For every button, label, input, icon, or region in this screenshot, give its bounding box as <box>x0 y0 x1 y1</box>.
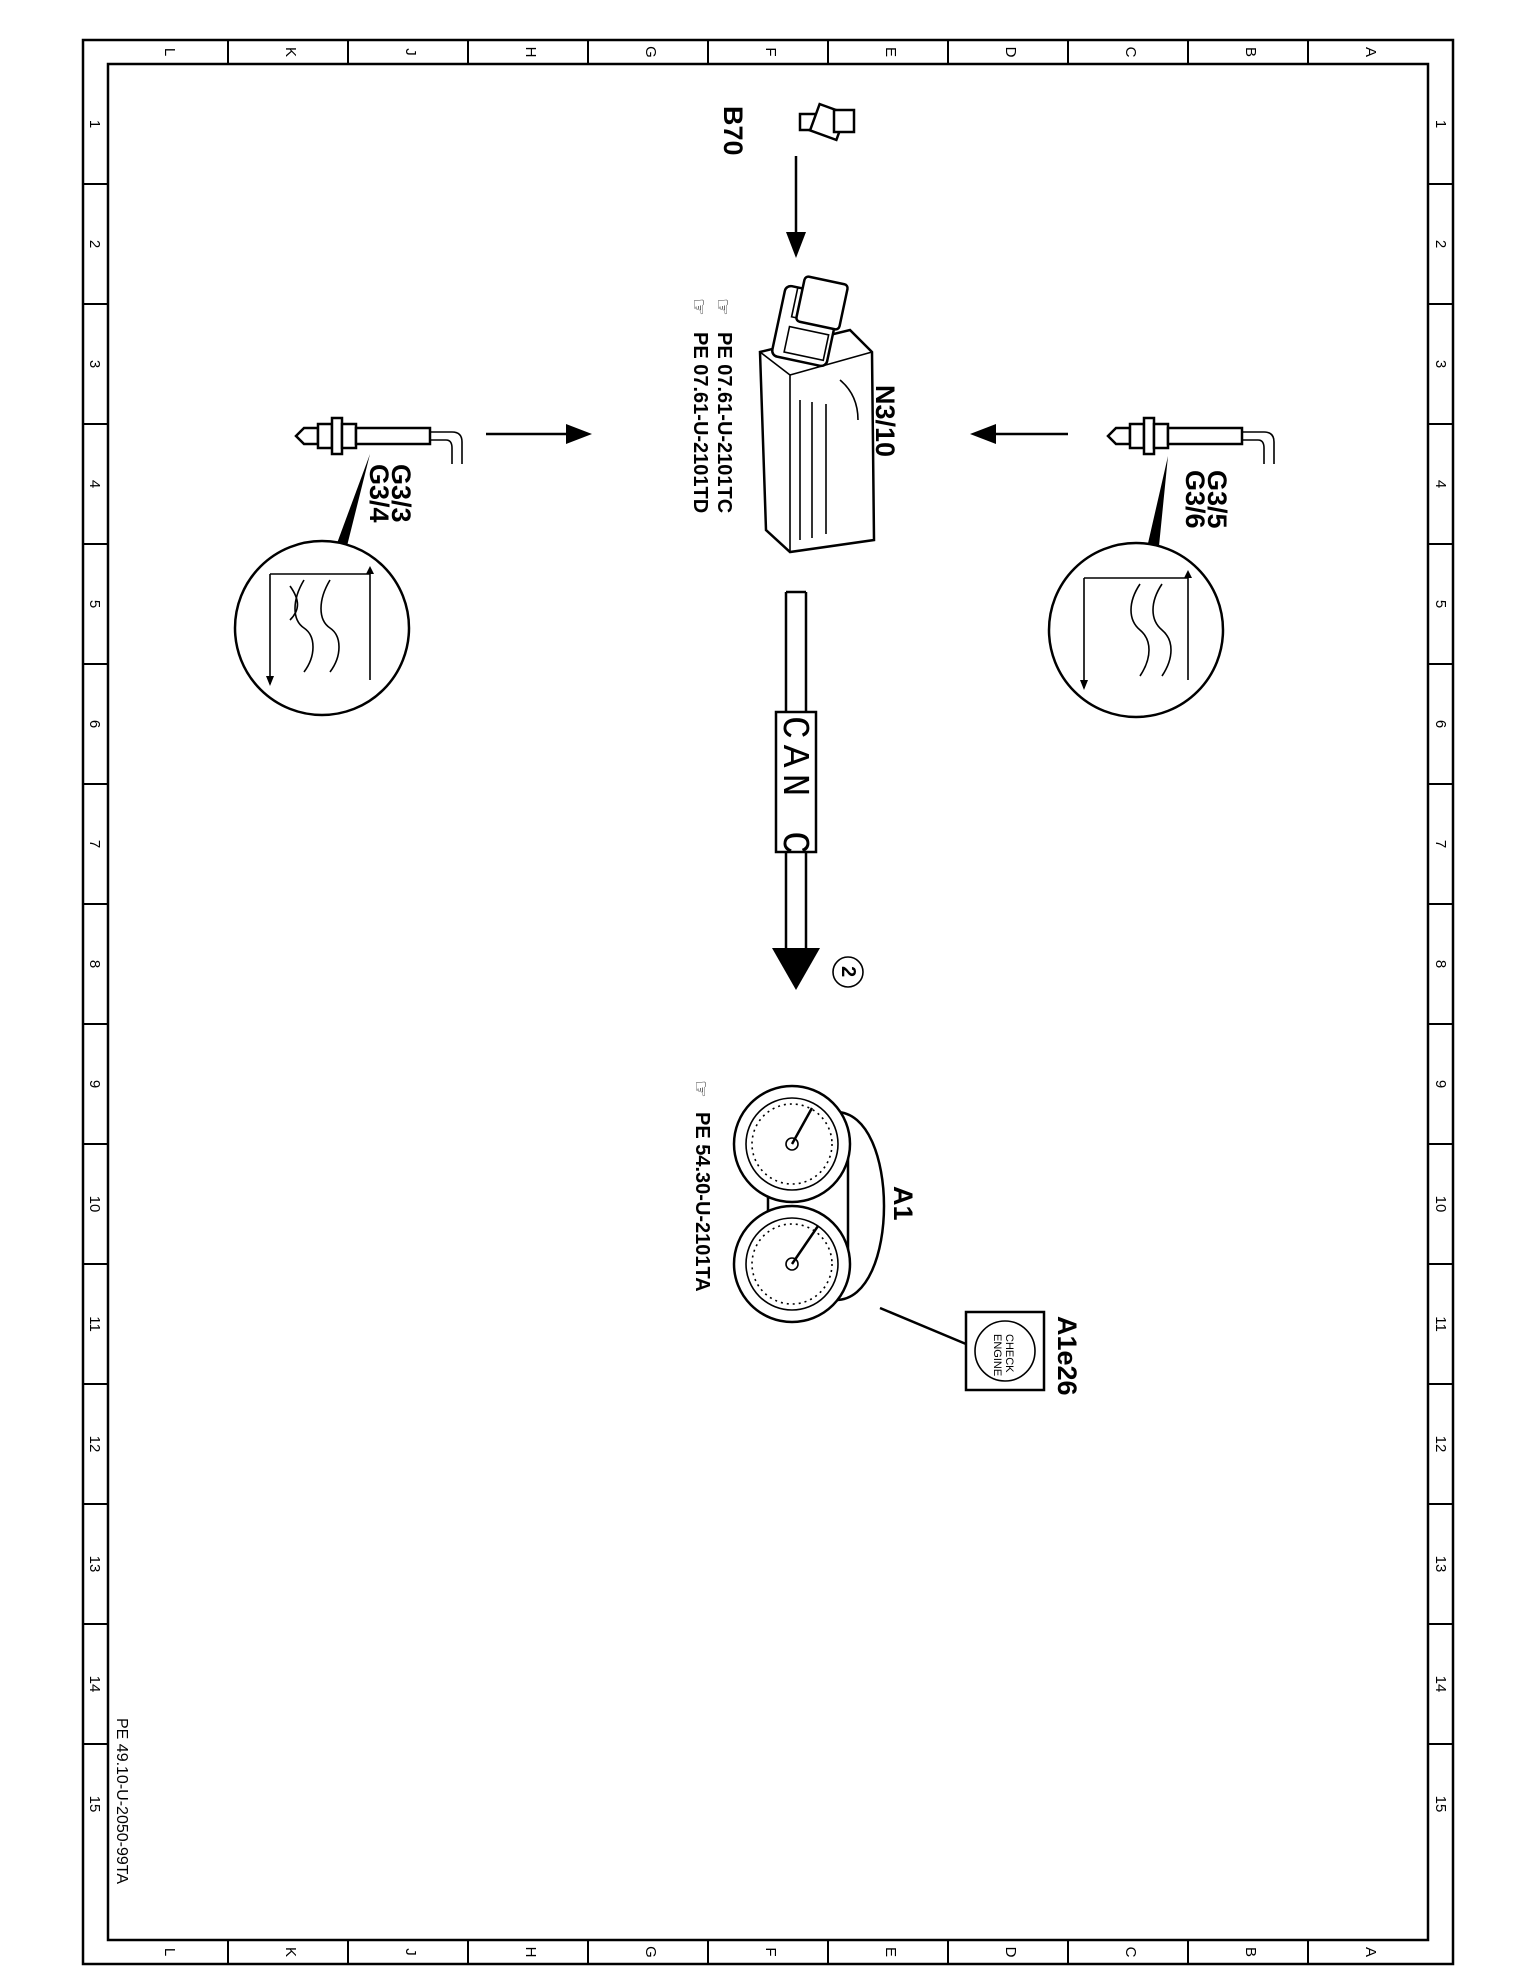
a1-ref-text: PE 54.30-U-2101TA <box>691 1112 713 1292</box>
pointer-hand-icon: ☞ <box>687 298 709 316</box>
row-number: 3 <box>1432 360 1449 368</box>
row-number: 6 <box>86 720 103 728</box>
row-number: 13 <box>86 1556 103 1573</box>
a1e26-leader-line <box>879 1306 967 1346</box>
col-letter: G <box>642 1946 659 1958</box>
a1-label: A1 <box>888 1186 918 1221</box>
row-numbers-left: 1 2 3 4 5 6 7 8 9 10 11 12 13 14 15 <box>86 120 103 1813</box>
row-number: 11 <box>1432 1316 1449 1332</box>
col-letter: A <box>1362 47 1379 57</box>
can-c-label: CAN C <box>772 716 815 860</box>
row-number: 5 <box>86 600 103 608</box>
col-letter: K <box>282 1947 299 1957</box>
row-number: 4 <box>1432 480 1449 488</box>
can-c-bus-arrow <box>772 590 820 990</box>
col-letter: D <box>1002 47 1019 58</box>
row-number: 8 <box>1432 960 1449 968</box>
sensor-left-waveform-icon <box>233 454 411 717</box>
left-sensor-to-n3-arrow <box>486 424 592 444</box>
outer-frame <box>81 38 1455 1966</box>
col-letter: F <box>762 47 779 56</box>
inner-frame <box>106 62 1430 1942</box>
row-number: 15 <box>86 1796 103 1813</box>
col-letter: E <box>882 1947 899 1957</box>
bus-marker-text: 2 <box>837 966 859 977</box>
row-number: 14 <box>86 1676 103 1693</box>
sensor-right-label-2: G3/6 <box>1180 470 1210 529</box>
row-number: 3 <box>86 360 103 368</box>
row-number: 15 <box>1432 1796 1449 1813</box>
check-engine-line-1: CHECK <box>1003 1334 1015 1373</box>
row-number: 7 <box>86 840 103 848</box>
row-number: 1 <box>1432 120 1449 128</box>
row-number: 7 <box>1432 840 1449 848</box>
pointer-hand-icon: ☞ <box>689 1080 711 1098</box>
b70-label: B70 <box>718 106 748 156</box>
row-number: 4 <box>86 480 103 488</box>
a1e26-check-engine-icon: CHECK ENGINE <box>964 1310 1046 1392</box>
sensor-right-waveform-icon <box>1047 456 1225 719</box>
col-letter: H <box>522 1947 539 1958</box>
col-letter: A <box>1362 1947 1379 1957</box>
sensor-right-label-1: G3/5 <box>1202 470 1232 529</box>
n3-10-refs: ☞ PE 07.61-U-2101TC ☞ PE 07.61-U-2101TD <box>687 298 735 513</box>
col-letter: B <box>1242 47 1259 57</box>
row-number: 12 <box>1432 1436 1449 1453</box>
b70-sensor-icon <box>798 102 856 142</box>
document-id: PE 49.10-U-2050-99TA <box>113 1718 130 1884</box>
col-letter: E <box>882 47 899 57</box>
col-letter: G <box>642 46 659 58</box>
col-letter: K <box>282 47 299 57</box>
column-letters-bottom: L K J H G F E D C B A <box>161 1946 1379 1958</box>
row-number: 13 <box>1432 1556 1449 1573</box>
sensor-left-icon <box>294 416 463 464</box>
a1e26-label: A1e26 <box>1052 1316 1082 1396</box>
row-number: 11 <box>86 1316 103 1332</box>
col-letter: L <box>161 1948 178 1956</box>
pointer-hand-icon: ☞ <box>711 298 733 316</box>
col-letter: J <box>402 1948 419 1956</box>
sensor-left-label-2: G3/4 <box>364 464 394 523</box>
row-numbers-right: 1 2 3 4 5 6 7 8 9 10 11 12 13 14 15 <box>1432 120 1449 1813</box>
row-number: 9 <box>86 1080 103 1088</box>
n3-10-ref-1: PE 07.61-U-2101TC <box>713 332 735 513</box>
a1-ref: ☞ PE 54.30-U-2101TA <box>689 1080 713 1292</box>
row-number: 8 <box>86 960 103 968</box>
row-number: 2 <box>86 240 103 248</box>
bus-marker-2: 2 <box>832 956 864 988</box>
row-number: 5 <box>1432 600 1449 608</box>
col-letter: H <box>522 47 539 58</box>
sensor-right-icon <box>1106 416 1275 464</box>
row-number: 12 <box>86 1436 103 1453</box>
row-number: 14 <box>1432 1676 1449 1693</box>
row-number: 10 <box>86 1196 103 1213</box>
n3-10-ecu-icon <box>758 275 876 554</box>
row-number: 10 <box>1432 1196 1449 1213</box>
row-number: 2 <box>1432 240 1449 248</box>
col-letter: C <box>1122 1947 1139 1958</box>
right-sensor-to-n3-arrow <box>970 424 1068 444</box>
col-letter: J <box>402 48 419 56</box>
a1-instrument-cluster-icon <box>732 1084 886 1324</box>
col-letter: C <box>1122 47 1139 58</box>
sensor-left-label-1: G3/3 <box>386 464 416 523</box>
col-letter: B <box>1242 1947 1259 1957</box>
col-letter: L <box>161 48 178 56</box>
row-number: 6 <box>1432 720 1449 728</box>
n3-10-label: N3/10 <box>870 385 900 457</box>
grid-ticks <box>83 40 1453 1964</box>
check-engine-line-2: ENGINE <box>991 1334 1003 1376</box>
row-number: 9 <box>1432 1080 1449 1088</box>
col-letter: F <box>762 1947 779 1956</box>
col-letter: D <box>1002 1947 1019 1958</box>
n3-10-ref-2: PE 07.61-U-2101TD <box>689 332 711 513</box>
row-number: 1 <box>86 120 103 128</box>
column-letters-top: L K J H G F E D C B A <box>161 46 1379 58</box>
b70-to-n3-arrow <box>786 156 806 258</box>
